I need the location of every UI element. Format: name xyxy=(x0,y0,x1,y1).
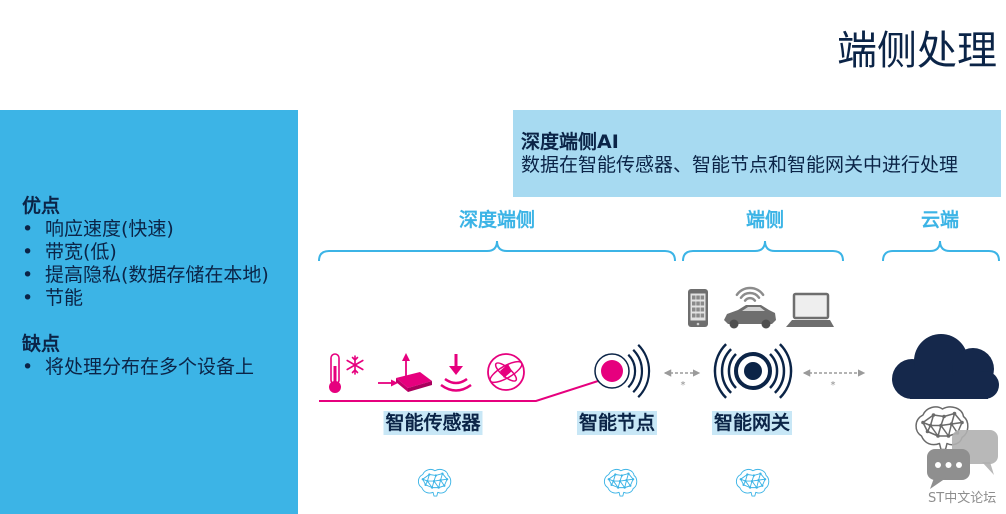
pros-cons-panel: 优点 响应速度(快速) 带宽(低) 提高隐私(数据存储在本地) 节能 缺点 将处… xyxy=(0,110,298,514)
info-box-content: 深度端侧AI 数据在智能传感器、智能节点和智能网关中进行处理 xyxy=(521,131,958,177)
gateway-cloud-link: * xyxy=(802,369,866,391)
cons-list: 将处理分布在多个设备上 xyxy=(22,356,269,379)
pros-item: 响应速度(快速) xyxy=(22,218,269,241)
pressure-icon xyxy=(440,354,472,392)
smart-node-icon xyxy=(594,344,651,398)
smart-gateway-icon xyxy=(713,343,793,399)
cons-heading: 缺点 xyxy=(22,333,61,355)
thermometer-snowflake-icon xyxy=(329,353,364,393)
smart-sensor-label: 智能传感器 xyxy=(383,411,483,435)
car-wifi-icon xyxy=(724,286,776,329)
sensor-node-link xyxy=(319,380,599,402)
gyroscope-icon xyxy=(487,353,525,391)
tier-label-edge: 端侧 xyxy=(745,209,785,231)
cons-item: 将处理分布在多个设备上 xyxy=(22,356,269,379)
pros-item: 节能 xyxy=(22,287,269,310)
smart-node-label: 智能节点 xyxy=(576,411,658,435)
sensor-icons xyxy=(329,353,525,393)
tier-brace-edge xyxy=(682,240,844,262)
link-note: * xyxy=(831,380,836,391)
info-box-text: 数据在智能传感器、智能节点和智能网关中进行处理 xyxy=(521,154,959,176)
brain-icon xyxy=(603,468,638,497)
brain-icon xyxy=(915,406,969,451)
link-note: * xyxy=(681,380,686,391)
tier-brace-cloud xyxy=(882,240,1000,262)
deep-edge-ai-info-box: 深度端侧AI 数据在智能传感器、智能节点和智能网关中进行处理 xyxy=(513,110,1001,197)
watermark-text: ST中文论坛 xyxy=(928,491,997,506)
tier-brace-deep-edge xyxy=(318,240,676,262)
brain-icon xyxy=(735,468,770,497)
pros-item: 提高隐私(数据存储在本地) xyxy=(22,264,269,287)
tier-label-deep-edge: 深度端侧 xyxy=(458,209,536,231)
info-box-heading: 深度端侧AI xyxy=(521,131,619,153)
slide-title: 端侧处理 xyxy=(837,28,997,74)
tilt-sensor-icon xyxy=(378,353,432,392)
pros-item: 带宽(低) xyxy=(22,241,269,264)
brain-icon xyxy=(417,468,452,497)
chat-bubbles-icon xyxy=(927,430,998,489)
tier-braces xyxy=(318,240,1000,262)
pros-heading: 优点 xyxy=(22,195,61,217)
node-gateway-link: * xyxy=(663,369,701,391)
cloud-icon xyxy=(892,334,999,399)
smart-gateway-label: 智能网关 xyxy=(711,411,793,435)
pros-list: 响应速度(快速) 带宽(低) 提高隐私(数据存储在本地) 节能 xyxy=(22,218,269,310)
tier-label-cloud: 云端 xyxy=(920,209,960,231)
pros-cons-content: 优点 响应速度(快速) 带宽(低) 提高隐私(数据存储在本地) 节能 缺点 将处… xyxy=(22,195,269,379)
laptop-icon xyxy=(786,292,834,327)
smartphone-icon xyxy=(688,289,708,327)
